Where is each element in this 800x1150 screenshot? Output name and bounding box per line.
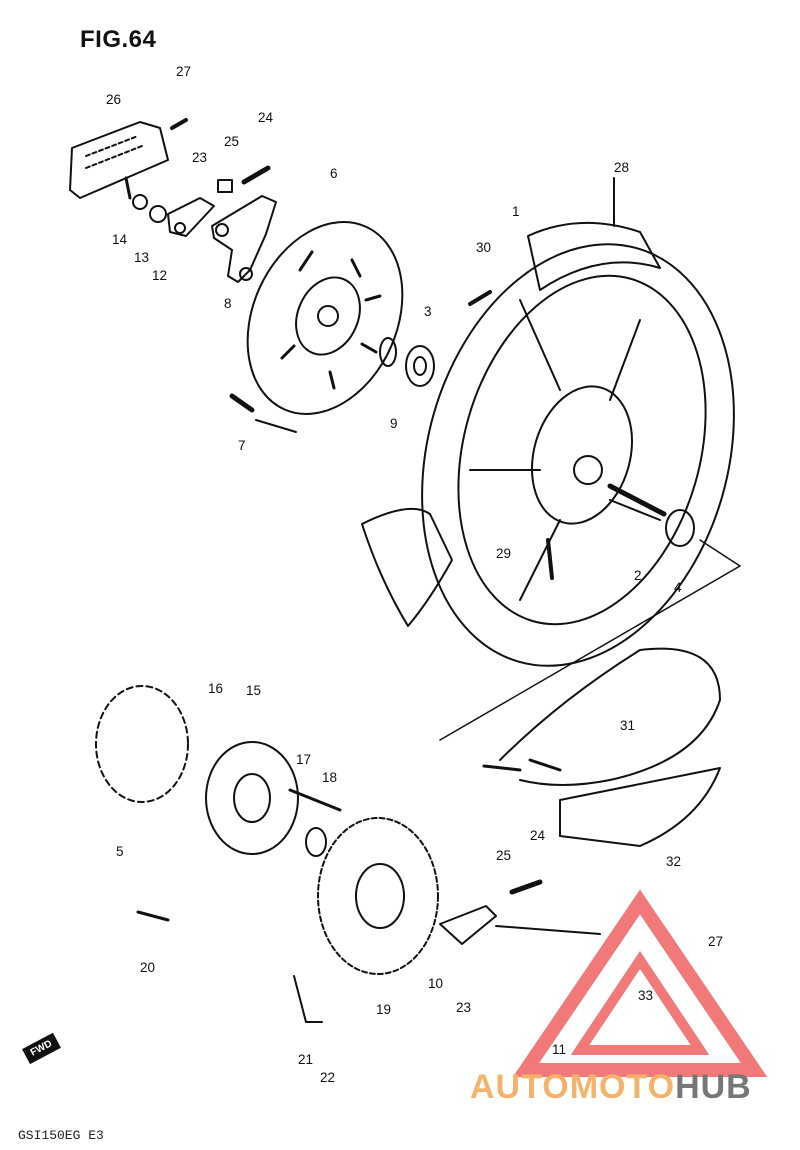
part-chain-guard [69,121,169,199]
callout-31: 31 [620,718,635,733]
diagram-code: GSI150EG E3 [18,1128,104,1143]
callout-2: 2 [634,568,642,583]
callout-24: 24 [258,110,274,125]
part-sprocket-19 [317,817,439,975]
callout-labels: 1234567891011121314151617181920212223232… [106,64,723,1085]
callout-12: 12 [152,268,167,283]
part-nut-13 [132,194,148,210]
callout-26: 26 [106,92,121,107]
part-valve-30 [468,290,492,306]
part-hub [573,455,603,485]
callout-33: 33 [638,988,653,1003]
part-wheel-tire [421,243,735,667]
part-valve-29 [546,538,554,580]
part-link-23-lower [439,905,497,945]
callout-1: 1 [512,204,520,219]
part-bolt-24 [241,165,271,185]
callout-32: 32 [666,854,681,869]
part-chain-guard-detail [85,135,143,169]
callout-24: 24 [530,828,546,843]
callout-17: 17 [296,752,311,767]
callout-28: 28 [614,160,629,175]
callout-9: 9 [390,416,398,431]
callout-27: 27 [708,934,723,949]
part-nut-25 [217,179,233,193]
callout-8: 8 [224,296,232,311]
callout-4: 4 [674,580,682,595]
callout-25: 25 [224,134,239,149]
part-washer-12 [149,205,167,223]
callout-16: 16 [208,681,223,696]
part-bearing-4 [665,509,695,547]
part-chain-case-32 [559,767,721,847]
watermark-logo [512,889,768,1077]
callout-3: 3 [424,304,432,319]
part-bolt-7 [229,393,255,413]
part-link-23 [167,197,215,237]
callout-15: 15 [246,683,261,698]
part-spacer-18 [305,827,327,857]
callout-23: 23 [192,150,207,165]
callout-22: 22 [320,1070,335,1085]
part-spacer-9 [379,337,397,367]
part-bearing-3 [405,345,435,387]
part-tire-section-bottom [361,507,453,627]
part-damper-5 [95,685,189,803]
part-pin-14 [124,176,132,200]
callout-20: 20 [140,960,155,975]
part-tire-section-top [527,221,661,291]
part-bolt-27 [170,118,188,130]
callout-18: 18 [322,770,337,785]
part-bracket-8 [211,195,277,283]
callout-7: 7 [238,438,246,453]
callout-5: 5 [116,844,124,859]
callout-19: 19 [376,1002,391,1017]
part-chain-31 [499,647,721,786]
figure-title: FIG.64 [80,26,157,53]
part-axle-2 [607,483,667,517]
callout-25: 25 [496,848,511,863]
callout-6: 6 [330,166,338,181]
watermark-text: AUTOMOTOHUB [470,1068,752,1106]
callout-30: 30 [476,240,491,255]
callout-10: 10 [428,976,443,991]
callout-13: 13 [134,250,149,265]
part-hub-17 [205,741,299,855]
callout-21: 21 [298,1052,313,1067]
callout-27: 27 [176,64,191,79]
callout-29: 29 [496,546,511,561]
callout-14: 14 [112,232,128,247]
part-wheel-rim [457,274,707,626]
part-brake-disc [246,221,404,415]
callout-11: 11 [552,1042,566,1057]
callout-23: 23 [456,1000,471,1015]
